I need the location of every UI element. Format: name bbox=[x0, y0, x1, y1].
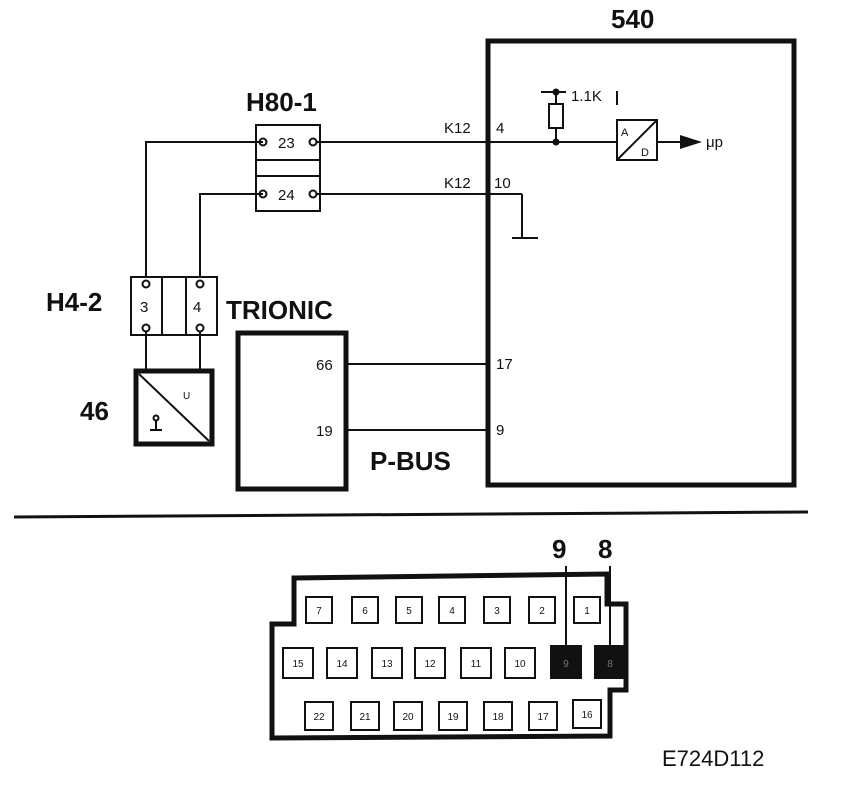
pin-cell bbox=[282, 647, 314, 679]
pbus-label: P-BUS bbox=[370, 446, 451, 476]
pin-label: 2 bbox=[539, 606, 545, 617]
ad-output-label: μp bbox=[706, 134, 723, 151]
pin-label: 3 bbox=[494, 606, 500, 617]
ad-label-a: A bbox=[621, 127, 629, 139]
pin-cell bbox=[572, 699, 602, 729]
resistor-label: 1.1K bbox=[571, 88, 602, 105]
pin-label: 12 bbox=[424, 659, 436, 670]
pin-cell bbox=[438, 701, 468, 731]
h4-pin-4: 4 bbox=[193, 299, 201, 316]
diagnostic-connector-body bbox=[269, 571, 629, 741]
pin-cell-highlighted bbox=[594, 645, 626, 679]
pin-cell bbox=[504, 647, 536, 679]
h80-pin-23: 23 bbox=[278, 135, 295, 152]
pin-cell bbox=[393, 701, 423, 731]
sensor-46 bbox=[133, 368, 215, 447]
highlight-label-8: 8 bbox=[598, 534, 612, 564]
connector-row-2: 15 14 13 12 11 10 9 8 bbox=[282, 645, 626, 679]
pin-label: 14 bbox=[336, 659, 348, 670]
module-pin-9: 9 bbox=[496, 422, 504, 439]
wire-h80-23-to-h4-3 bbox=[145, 141, 263, 278]
pin-label: 19 bbox=[447, 712, 459, 723]
module-540-box bbox=[485, 38, 797, 488]
pin-label: 18 bbox=[492, 712, 504, 723]
pin-label: 22 bbox=[313, 712, 325, 723]
pin-label: 1 bbox=[584, 606, 590, 617]
module-pin-10: 10 bbox=[494, 175, 511, 192]
sensor-symbol: U bbox=[183, 391, 190, 402]
trionic-pin-66: 66 bbox=[316, 357, 333, 374]
pin-label: 7 bbox=[316, 606, 322, 617]
module-pin-17: 17 bbox=[496, 356, 513, 373]
pin-label: 10 bbox=[514, 659, 526, 670]
pin-cell bbox=[483, 596, 511, 624]
output-arrow-icon bbox=[680, 135, 702, 149]
pin-cell bbox=[573, 596, 601, 624]
h4-connector-label: H4-2 bbox=[46, 287, 102, 317]
trionic-box bbox=[235, 330, 349, 492]
pin-cell bbox=[414, 647, 446, 679]
pin-cell bbox=[483, 701, 513, 731]
pin-cell bbox=[371, 647, 403, 679]
h80-connector bbox=[255, 124, 321, 212]
pin-label-highlighted: 8 bbox=[607, 659, 613, 670]
module-pin-4: 4 bbox=[496, 120, 504, 137]
pin-label: 21 bbox=[359, 712, 371, 723]
connector-row-3: 22 21 20 19 18 17 16 bbox=[304, 699, 602, 731]
pin-cell bbox=[305, 596, 333, 624]
section-divider bbox=[13, 510, 809, 519]
pin-cell bbox=[460, 647, 492, 679]
pin-cell bbox=[351, 596, 379, 624]
pin-cell bbox=[304, 701, 334, 731]
figure-code: E724D112 bbox=[662, 746, 764, 771]
pin-label: 15 bbox=[292, 659, 304, 670]
trionic-pin-19: 19 bbox=[316, 423, 333, 440]
pin-cell bbox=[438, 596, 466, 624]
trionic-label: TRIONIC bbox=[226, 295, 333, 325]
pin-cell bbox=[528, 701, 558, 731]
h4-pin-3: 3 bbox=[140, 299, 148, 316]
pin-cell bbox=[395, 596, 423, 624]
highlight-label-9: 9 bbox=[552, 534, 566, 564]
pin-label: 16 bbox=[581, 710, 593, 721]
pin-label: 13 bbox=[381, 659, 393, 670]
wire-label-k12-bottom: K12 bbox=[444, 175, 471, 192]
ad-label-d: D bbox=[641, 147, 649, 159]
pin-label: 5 bbox=[406, 606, 412, 617]
pin-label: 11 bbox=[471, 659, 482, 670]
wire-h80-24-to-h4-4 bbox=[199, 193, 263, 278]
wire-label-k12-top: K12 bbox=[444, 120, 471, 137]
pin-cell-highlighted bbox=[550, 645, 582, 679]
module-540-label: 540 bbox=[611, 4, 654, 34]
h80-pin-24: 24 bbox=[278, 187, 295, 204]
resistor-1k1 bbox=[548, 103, 564, 129]
h80-connector-label: H80-1 bbox=[246, 87, 317, 117]
pin-cell bbox=[326, 647, 358, 679]
pin-label: 4 bbox=[449, 606, 455, 617]
pin-label: 17 bbox=[537, 712, 549, 723]
connector-row-1: 7 6 5 4 3 2 1 bbox=[305, 596, 601, 624]
pin-label-highlighted: 9 bbox=[563, 659, 569, 670]
pin-label: 6 bbox=[362, 606, 368, 617]
sensor-label: 46 bbox=[80, 396, 109, 426]
pin-cell bbox=[350, 701, 380, 731]
pin-cell bbox=[528, 596, 556, 624]
pin-label: 20 bbox=[402, 712, 414, 723]
